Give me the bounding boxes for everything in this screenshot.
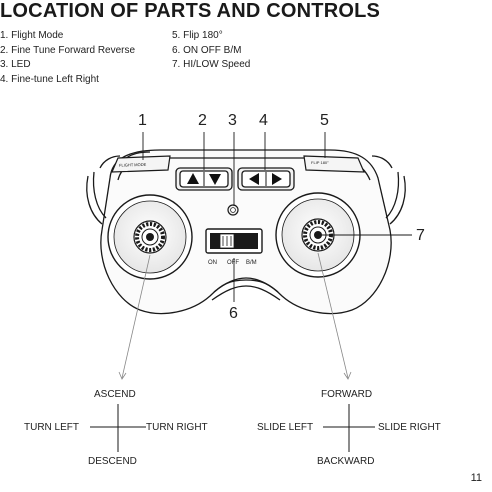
- switch-label-off: OFF: [227, 260, 239, 266]
- backward-label: BACKWARD: [317, 456, 374, 467]
- left-direction-cross: [90, 404, 146, 452]
- callout-4: 4: [259, 113, 268, 129]
- switch-label-on: ON: [208, 260, 217, 266]
- forward-label: FORWARD: [321, 389, 372, 400]
- callout-1: 1: [138, 113, 147, 129]
- callout-7: 7: [416, 228, 425, 244]
- callout-5: 5: [320, 113, 329, 129]
- ascend-label: ASCEND: [94, 389, 136, 400]
- descend-label: DESCEND: [88, 456, 137, 467]
- fine-tune-forward-reverse-button[interactable]: [176, 168, 232, 190]
- slide-left-label: SLIDE LEFT: [257, 422, 313, 433]
- switch-label-bm: B/M: [246, 260, 257, 266]
- slide-right-label: SLIDE RIGHT: [378, 422, 441, 433]
- callout-3: 3: [228, 113, 237, 129]
- turn-left-label: TURN LEFT: [24, 422, 79, 433]
- flight-mode-text: FLIGHT MODE: [119, 162, 147, 168]
- left-stick[interactable]: [108, 195, 192, 279]
- fine-tune-left-right-button[interactable]: [238, 168, 294, 190]
- page-number: 11: [471, 472, 482, 484]
- callout-6: 6: [229, 306, 238, 322]
- led-indicator: [228, 205, 238, 215]
- flip-text: FLIP 180°: [311, 160, 329, 165]
- callout-2: 2: [198, 113, 207, 129]
- right-direction-cross: [323, 404, 375, 452]
- power-switch[interactable]: [206, 229, 262, 253]
- turn-right-label: TURN RIGHT: [146, 422, 208, 433]
